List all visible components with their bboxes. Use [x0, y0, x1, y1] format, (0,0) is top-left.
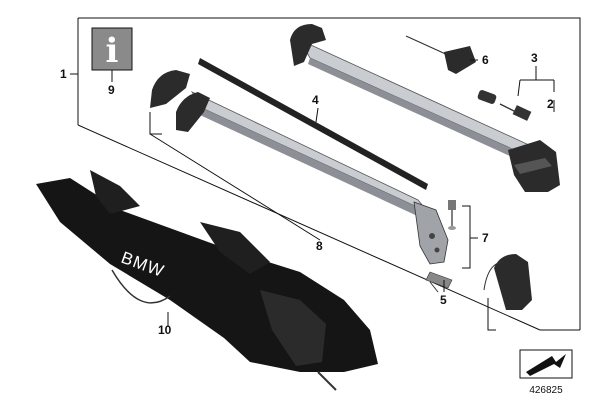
direction-arrow-icon [519, 349, 573, 379]
rubber-strip [198, 58, 428, 190]
callout-4: 4 [312, 93, 319, 107]
callout-3: 3 [531, 51, 538, 65]
callout-labels: 1 2 3 4 5 6 7 8 9 10 [60, 51, 554, 337]
front-roof-bar [176, 91, 449, 265]
leader-lines [70, 59, 555, 331]
rear-roof-bar [290, 24, 560, 192]
end-cap-right [483, 254, 532, 310]
callout-10: 10 [158, 323, 172, 337]
callout-8: 8 [316, 239, 323, 253]
callout-6: 6 [482, 53, 489, 67]
info-icon: i [91, 27, 133, 71]
roof-bar-storage-bag: BMW [36, 170, 378, 391]
mounting-hardware [425, 200, 456, 293]
callout-2: 2 [547, 97, 554, 111]
callout-5: 5 [440, 293, 447, 307]
key-and-lock-parts [405, 35, 532, 121]
assembly-frame [77, 17, 581, 331]
end-cap-left [150, 70, 190, 108]
callout-9: 9 [108, 83, 115, 97]
info-symbol: i [106, 31, 119, 71]
callout-1: 1 [60, 67, 67, 81]
callout-7: 7 [482, 231, 489, 245]
diagram-id: 426825 [529, 385, 563, 396]
